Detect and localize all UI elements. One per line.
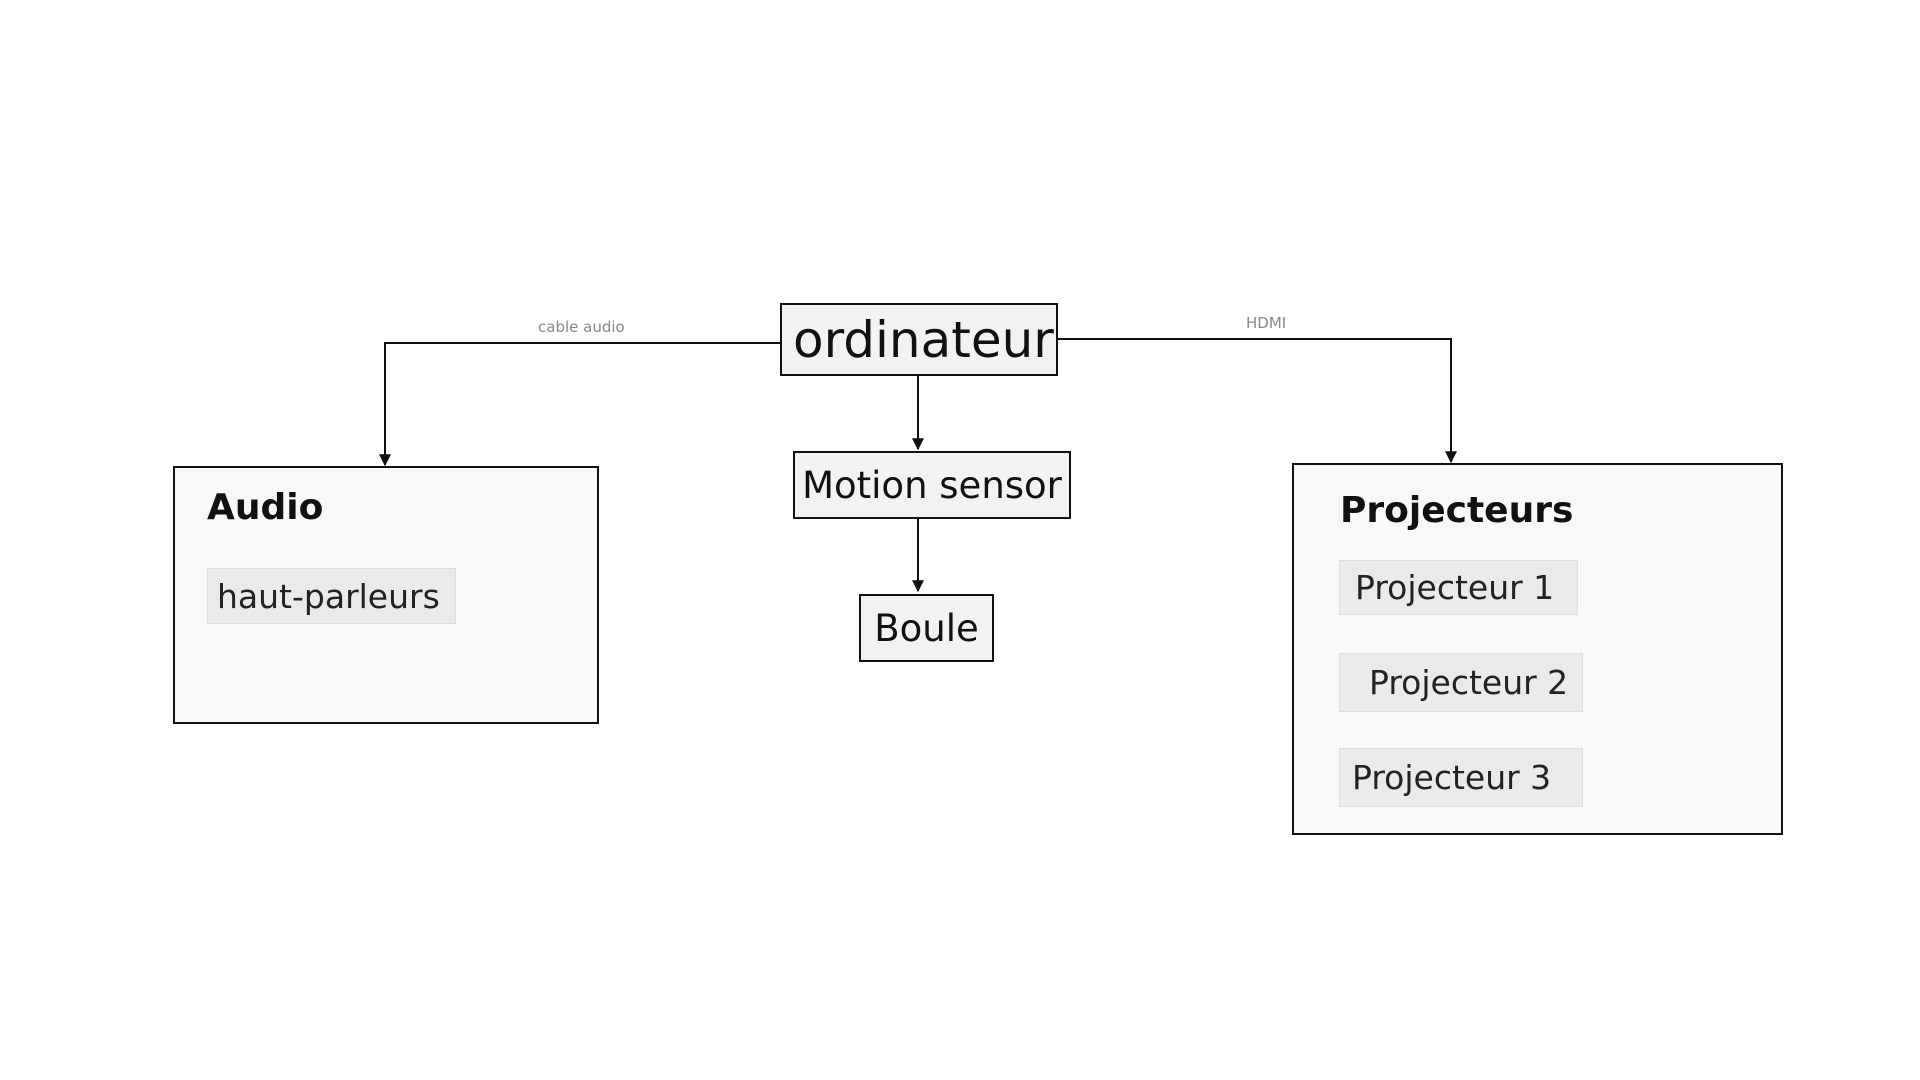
- chip-projecteur-2-label: Projecteur 2: [1369, 663, 1569, 702]
- node-ordinateur-label: ordinateur: [793, 310, 1054, 369]
- node-ordinateur[interactable]: ordinateur: [780, 303, 1058, 376]
- chip-haut-parleurs-label: haut-parleurs: [217, 576, 440, 616]
- group-projecteurs[interactable]: Projecteurs Projecteur 1 Projecteur 2 Pr…: [1292, 463, 1783, 835]
- chip-projecteur-2[interactable]: Projecteur 2: [1339, 653, 1583, 712]
- edge-computer-to-audio: [379, 342, 781, 467]
- group-audio-title: Audio: [207, 487, 324, 528]
- group-projecteurs-title: Projecteurs: [1340, 490, 1574, 531]
- node-motion-sensor-label: Motion sensor: [802, 463, 1062, 507]
- edge-label-cable-audio: cable audio: [538, 318, 625, 336]
- chip-projecteur-3[interactable]: Projecteur 3: [1339, 748, 1583, 807]
- chip-projecteur-3-label: Projecteur 3: [1352, 758, 1552, 797]
- group-audio[interactable]: Audio haut-parleurs: [173, 466, 599, 724]
- node-boule-label: Boule: [874, 606, 979, 650]
- node-motion-sensor[interactable]: Motion sensor: [793, 451, 1071, 519]
- edge-computer-to-projectors: [1058, 338, 1457, 464]
- node-boule[interactable]: Boule: [859, 594, 994, 662]
- chip-projecteur-1-label: Projecteur 1: [1355, 568, 1555, 607]
- chip-projecteur-1[interactable]: Projecteur 1: [1339, 560, 1578, 615]
- chip-haut-parleurs[interactable]: haut-parleurs: [207, 568, 456, 624]
- edge-label-hdmi: HDMI: [1246, 314, 1287, 332]
